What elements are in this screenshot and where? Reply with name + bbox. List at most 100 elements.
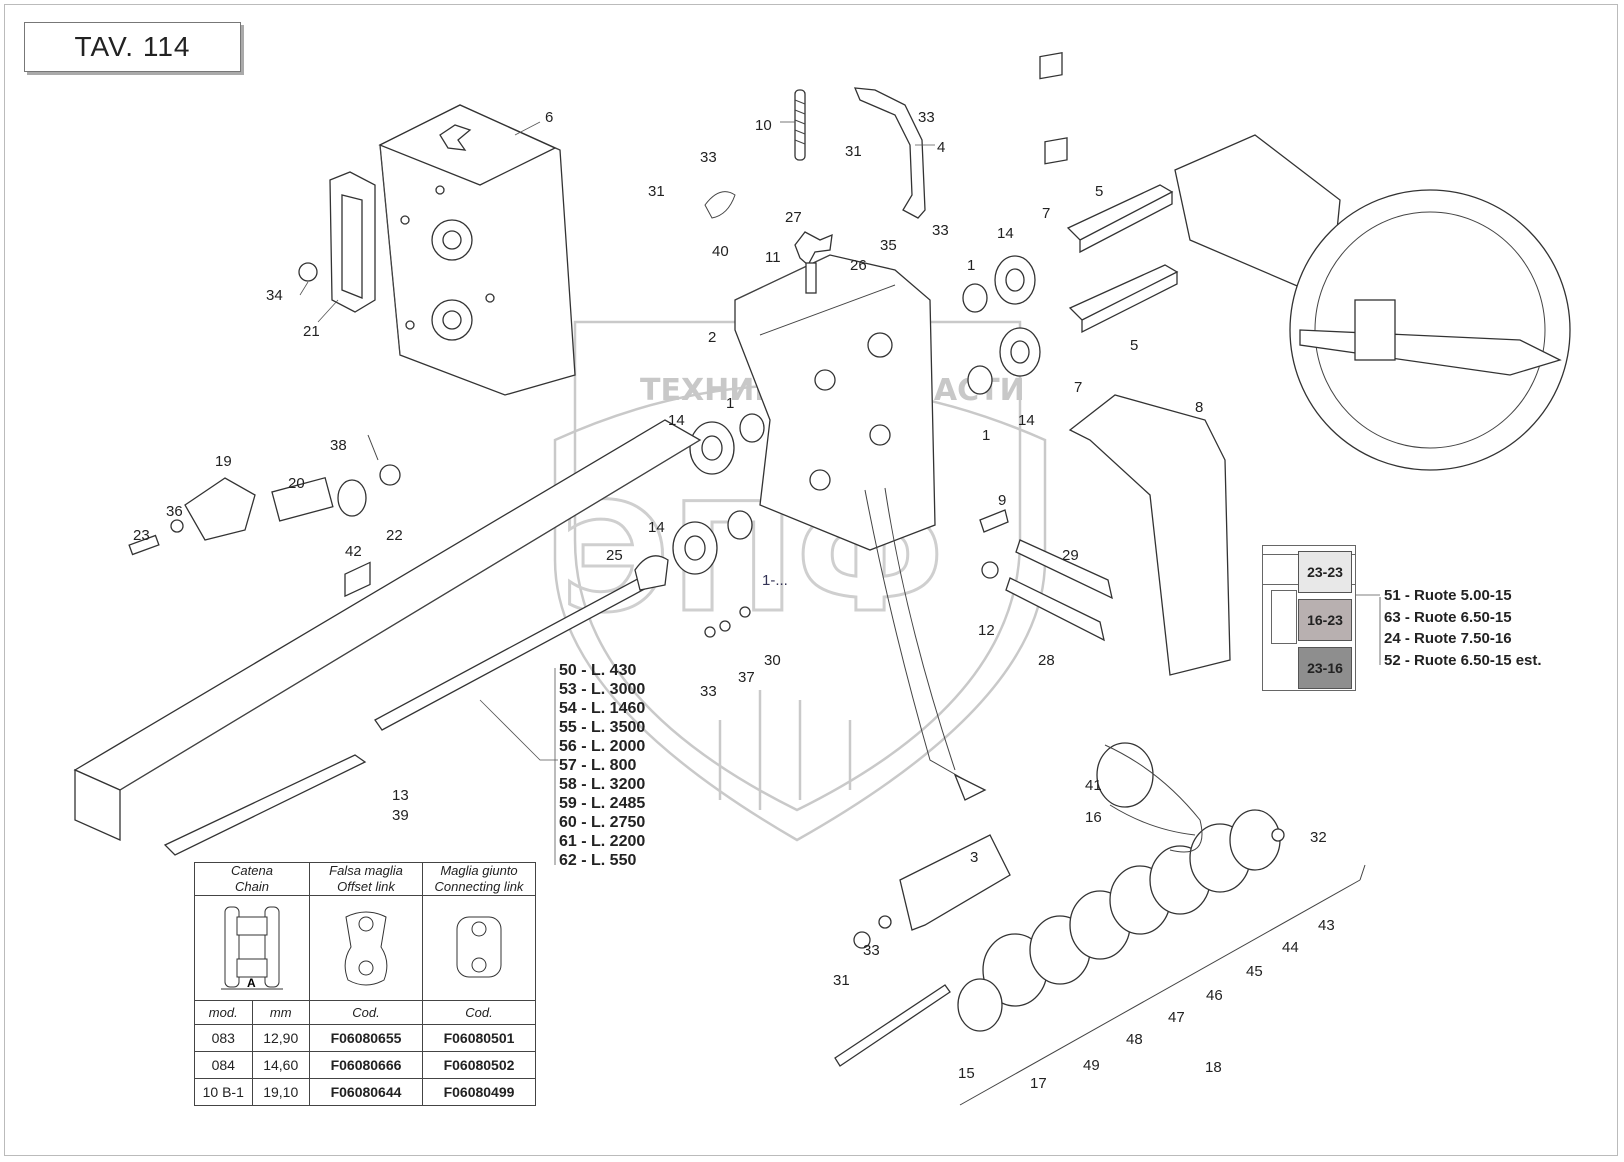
label-1d: 1-... bbox=[762, 572, 788, 589]
cell-mod: 084 bbox=[194, 1051, 253, 1079]
length-item: 60 - L. 2750 bbox=[559, 814, 646, 831]
chain-part-40 bbox=[704, 191, 736, 219]
label-49: 49 bbox=[1083, 1057, 1100, 1074]
washer-part-36 bbox=[170, 519, 184, 533]
table-row: 083 12,90 F06080655 F06080501 bbox=[194, 1024, 536, 1052]
label-29: 29 bbox=[1062, 547, 1079, 564]
label-6: 6 bbox=[545, 109, 553, 126]
label-21: 21 bbox=[303, 323, 320, 340]
cell-mm: 12,90 bbox=[251, 1024, 310, 1052]
label-7b: 7 bbox=[1074, 379, 1082, 396]
label-45: 45 bbox=[1246, 963, 1263, 980]
label-25: 25 bbox=[606, 547, 623, 564]
label-27: 27 bbox=[785, 209, 802, 226]
length-item: 56 - L. 2000 bbox=[559, 738, 646, 755]
key-part-9 bbox=[979, 509, 1009, 533]
square-tube bbox=[73, 419, 702, 856]
wheel-option: 24 - Ruote 7.50-16 bbox=[1384, 630, 1512, 647]
length-item: 58 - L. 3200 bbox=[559, 776, 646, 793]
cell-mm: 14,60 bbox=[251, 1051, 310, 1079]
label-19: 19 bbox=[215, 453, 232, 470]
cell-mod: 10 B-1 bbox=[194, 1078, 253, 1106]
washer-part-12 bbox=[981, 561, 999, 579]
label-28: 28 bbox=[1038, 652, 1055, 669]
label-20: 20 bbox=[288, 475, 305, 492]
wheel-option: 52 - Ruote 6.50-15 est. bbox=[1384, 651, 1542, 669]
label-31c: 31 bbox=[833, 972, 850, 989]
length-item: 57 - L. 800 bbox=[559, 757, 637, 774]
cell-mm: 19,10 bbox=[251, 1078, 310, 1106]
label-1c: 1 bbox=[726, 395, 734, 412]
flange-part-17 bbox=[957, 978, 1003, 1032]
knob-part-27 bbox=[794, 231, 833, 267]
gearbox-part-6 bbox=[378, 104, 576, 396]
label-14a: 14 bbox=[997, 225, 1014, 242]
block-part-7-mid bbox=[1044, 137, 1068, 165]
bracket-part-21 bbox=[329, 171, 376, 313]
page-frame bbox=[4, 4, 1618, 1156]
ratio-swatch-16-23: 16-23 bbox=[1298, 599, 1352, 641]
subheader-cod-connecting: Cod. bbox=[422, 1000, 536, 1025]
wheat-icon bbox=[718, 690, 852, 810]
plate-part-2 bbox=[734, 254, 936, 551]
shaft-part-5-top bbox=[1066, 184, 1174, 254]
plate-part-3 bbox=[899, 834, 1011, 931]
length-item: 55 - L. 3500 bbox=[559, 719, 646, 736]
label-17: 17 bbox=[1030, 1075, 1047, 1092]
part-labels: 6 34 21 10 33 31 4 33 31 40 27 11 26 35 … bbox=[133, 109, 1335, 1092]
ratio-swatch-23-23: 23-23 bbox=[1298, 551, 1352, 593]
cell-offset-code: F06080666 bbox=[309, 1051, 423, 1079]
label-3: 3 bbox=[970, 849, 978, 866]
length-item: 50 - L. 430 bbox=[559, 662, 637, 679]
label-46: 46 bbox=[1206, 987, 1223, 1004]
table-row: 10 B-1 19,10 F06080644 F06080499 bbox=[194, 1078, 536, 1106]
label-36: 36 bbox=[166, 503, 183, 520]
label-31a: 31 bbox=[845, 143, 862, 160]
connecting-link-drawing bbox=[422, 895, 536, 1001]
label-14b: 14 bbox=[1018, 412, 1035, 429]
wheel-option: 63 - Ruote 6.50-15 bbox=[1384, 608, 1512, 626]
label-40: 40 bbox=[712, 243, 729, 260]
label-14d: 14 bbox=[648, 519, 665, 536]
label-5a: 5 bbox=[1095, 183, 1103, 200]
label-22: 22 bbox=[386, 527, 403, 544]
cell-offset-code: F06080644 bbox=[309, 1078, 423, 1106]
bolt-part-29 bbox=[1015, 539, 1113, 600]
label-31b: 31 bbox=[648, 183, 665, 200]
arm-part-4 bbox=[853, 87, 926, 219]
label-30: 30 bbox=[764, 652, 781, 669]
label-8: 8 bbox=[1195, 399, 1203, 416]
bush-part-1-d bbox=[727, 510, 753, 540]
length-item: 61 - L. 2200 bbox=[559, 833, 646, 850]
label-4: 4 bbox=[937, 139, 945, 156]
dimension-label: A bbox=[247, 976, 256, 990]
label-5b: 5 bbox=[1130, 337, 1138, 354]
label-7a: 7 bbox=[1042, 205, 1050, 222]
label-35: 35 bbox=[880, 237, 897, 254]
wheel-option: 51 - Ruote 5.00-15 bbox=[1384, 587, 1512, 604]
wheel-options-list: 51 - Ruote 5.00-15 63 - Ruote 6.50-15 24 -… bbox=[1384, 585, 1542, 671]
bush-part-1-c bbox=[739, 413, 765, 443]
table-row: 084 14,60 F06080666 F06080502 bbox=[194, 1051, 536, 1079]
length-item: 54 - L. 1460 bbox=[559, 700, 646, 717]
cover-part-8 bbox=[1068, 394, 1231, 676]
label-34: 34 bbox=[266, 287, 283, 304]
arrow-icon bbox=[953, 773, 987, 801]
bolt-part-31-low bbox=[853, 931, 871, 949]
bolt-part-28 bbox=[1005, 577, 1105, 642]
chain-drawing: A bbox=[194, 895, 310, 1001]
bracket-part-19 bbox=[184, 477, 256, 541]
pin-part-38 bbox=[367, 434, 379, 461]
label-23: 23 bbox=[133, 527, 150, 544]
bush-part-1-a bbox=[962, 283, 988, 313]
cell-mod: 083 bbox=[194, 1024, 253, 1052]
page-title: TAV. 114 bbox=[24, 22, 241, 72]
washer-part-33 bbox=[704, 626, 716, 638]
shaft-part-5-mid bbox=[1068, 264, 1179, 334]
